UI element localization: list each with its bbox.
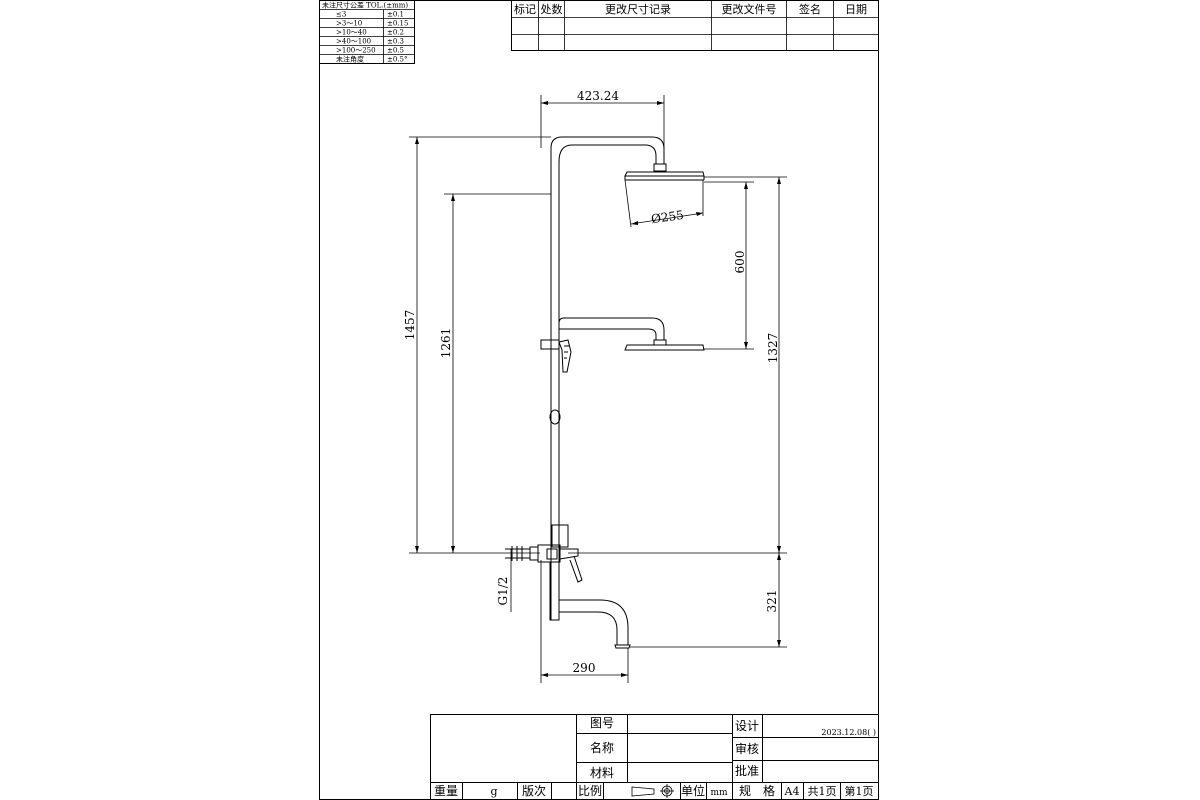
weight-unit: g [490,785,497,798]
scale-label: 比例 [578,784,602,798]
projection-symbol [631,784,674,798]
dim-head-diameter: Ø255 [650,208,684,226]
tolerance-value: ±0.1 [387,11,404,19]
tolerance-value: ±0.5° [387,56,408,64]
dim-thread: G1/2 [496,577,510,606]
revision-header-count: 处数 [541,3,563,16]
weight-label: 重量 [434,784,458,798]
revision-header-sign: 签名 [799,2,821,16]
paper-size: A4 [784,785,800,798]
tolerance-value: ±0.5 [387,47,404,55]
page-number: 第1页 [845,784,874,798]
dim-spout-height: 321 [765,590,779,613]
tolerance-range: ≤3 [336,11,346,19]
revision-header-date: 日期 [845,3,867,16]
tolerance-range: >100～250 [336,47,376,55]
tolerance-range: >40～100 [336,38,371,46]
dim-mid-height: 1261 [439,328,453,359]
revision-header-mark: 标记 [514,2,536,16]
tolerance-value: ±0.2 [387,29,404,37]
dimension-arrows [415,101,781,677]
dimension-lines [409,95,787,683]
tolerance-table-header: 未注尺寸公差 TOL.(±mm) [322,1,408,10]
shower-column-drawing [505,136,705,649]
tolerance-table: 未注尺寸公差 TOL.(±mm) ≤3 ±0.1 >3～10 ±0.15 >10… [319,0,415,64]
tolerance-range: >3～10 [336,20,362,28]
dim-spout-reach: 290 [573,661,596,675]
dim-total-height: 1457 [403,310,417,341]
spec-label: 规 格 [739,783,775,798]
tolerance-value: ±0.3 [387,38,404,46]
drawing-no-label: 图号 [590,716,614,730]
design-date: 2023.12.08( ) [821,728,876,737]
drawing-frame [319,0,879,800]
approve-label: 批准 [735,763,759,778]
dim-right-height: 1327 [766,333,780,364]
review-label: 审核 [735,741,759,756]
unit-label: 单位 [681,783,705,798]
material-label: 材料 [590,766,614,780]
name-label: 名称 [590,740,614,755]
revision-table: 标记 处数 更改尺寸记录 更改文件号 签名 日期 [511,0,879,51]
unit-value: mm [710,788,728,798]
revision-header-file: 更改文件号 [722,2,777,16]
tolerance-value: ±0.15 [387,20,408,28]
title-block [430,714,879,800]
dim-top-width: 423.24 [577,89,619,103]
total-pages: 共1页 [808,785,837,798]
design-label: 设计 [735,719,759,733]
tolerance-range: 未注角度 [336,55,364,64]
dim-head-spacing: 600 [733,251,747,274]
version-label: 版次 [522,784,546,798]
tolerance-range: >10～40 [336,29,367,37]
revision-header-record: 更改尺寸记录 [605,2,671,16]
